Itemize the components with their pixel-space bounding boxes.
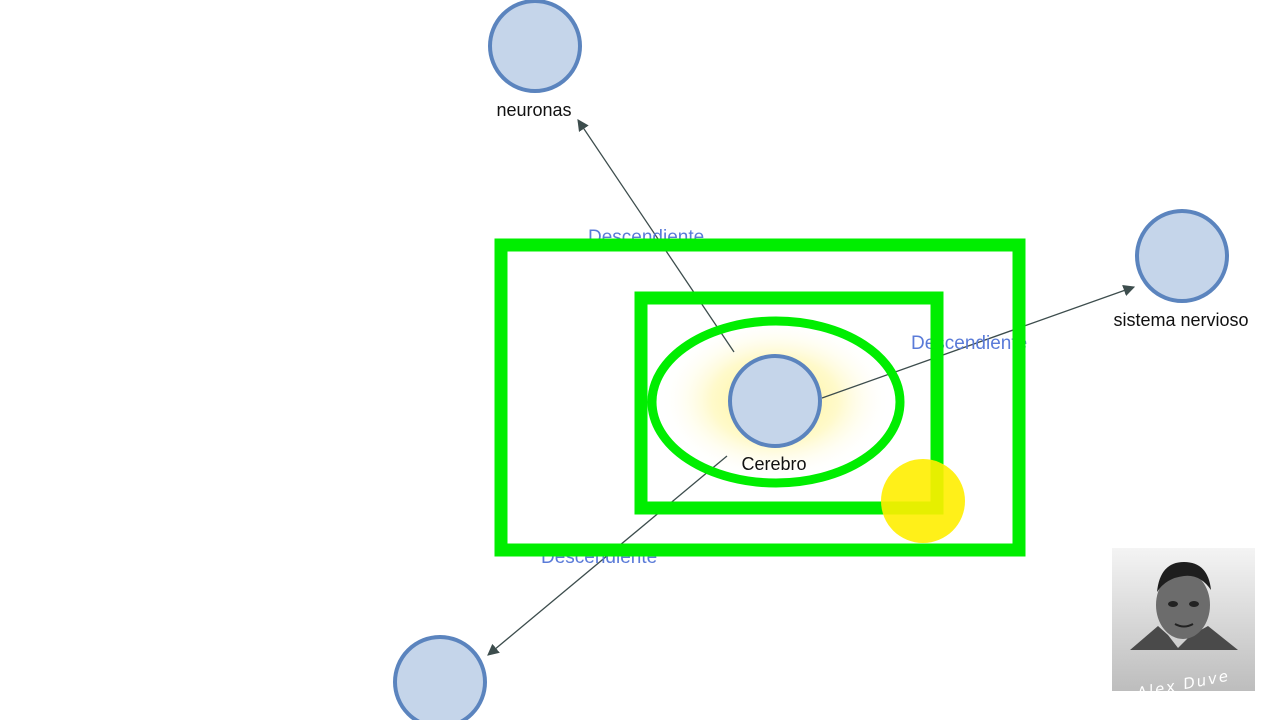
- highlight-annotations: [494, 238, 1026, 557]
- node-circle[interactable]: [1135, 209, 1229, 303]
- highlight-ellipse: [647, 316, 905, 488]
- node-circle[interactable]: [393, 635, 487, 720]
- node-bottom[interactable]: [393, 635, 487, 720]
- node-circle[interactable]: [488, 0, 582, 93]
- node-label-cerebro: Cerebro: [741, 454, 806, 474]
- node-neuronas[interactable]: neuronas: [488, 0, 582, 120]
- highlight-inner-rect: [634, 291, 944, 515]
- highlight-outer-rect: [494, 238, 1026, 557]
- node-label-sistema: sistema nervioso: [1113, 310, 1248, 330]
- edge-label-sistema: Descendiente: [911, 333, 1027, 354]
- edge-cerebro-neuronas[interactable]: [577, 119, 735, 353]
- node-cerebro[interactable]: Cerebro: [728, 354, 822, 474]
- node-sistema-nervioso[interactable]: sistema nervioso: [1113, 209, 1249, 330]
- edge-cerebro-sistema[interactable]: [821, 285, 1136, 399]
- node-label-neuronas: neuronas: [496, 100, 571, 120]
- node-circle[interactable]: [728, 354, 822, 448]
- watermark: Alex Duve: [1112, 548, 1255, 702]
- person-silhouette-icon: [1130, 562, 1238, 650]
- cursor-highlight: [881, 459, 965, 543]
